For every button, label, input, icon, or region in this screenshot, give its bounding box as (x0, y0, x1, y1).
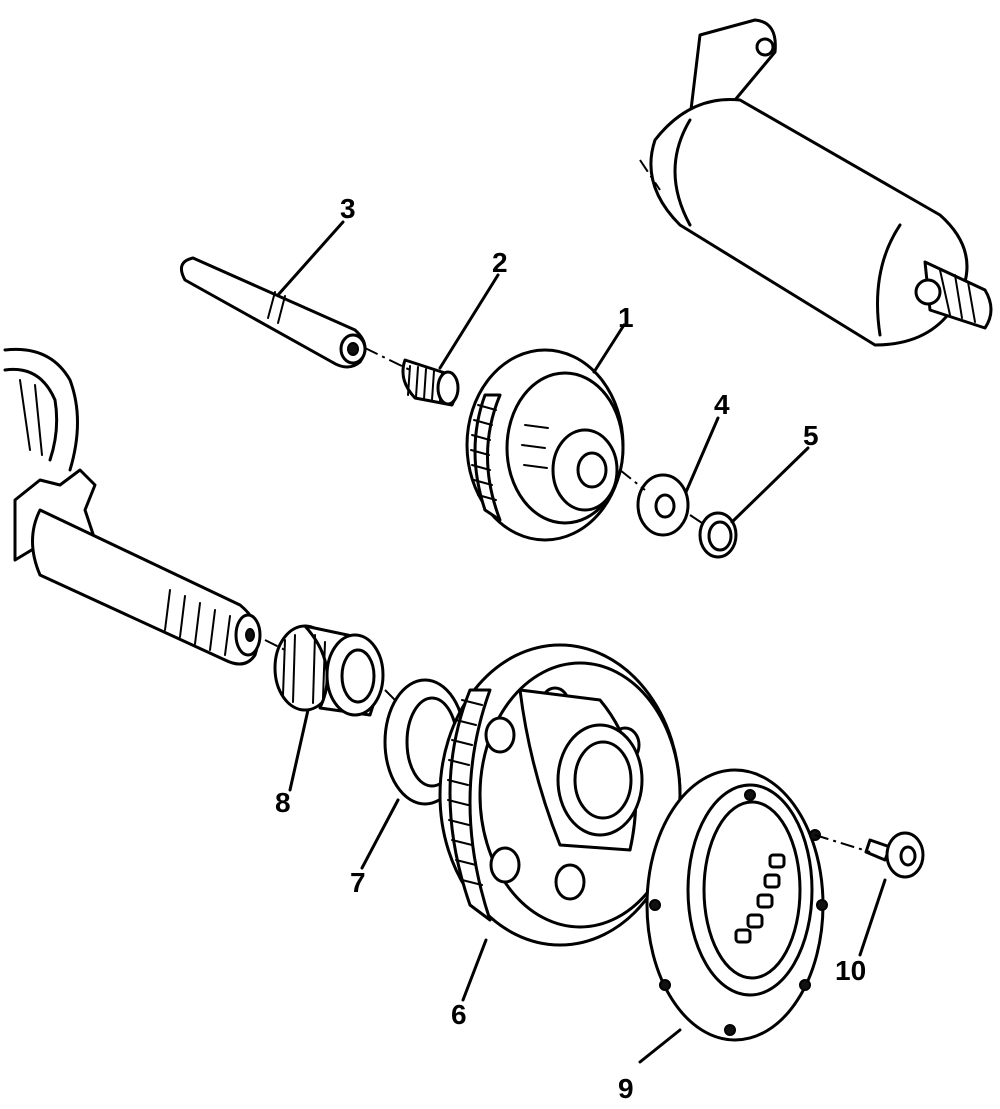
callout-5: 5 (803, 420, 819, 451)
crankshaft (3, 347, 262, 666)
part-6-starter-wheel-gear (438, 643, 682, 947)
callout-8: 8 (275, 787, 291, 818)
leader-lines (276, 220, 887, 1064)
callout-labels: 1 2 3 4 5 6 7 8 9 10 (275, 193, 866, 1104)
callout-1: 1 (618, 302, 634, 333)
part-3-shaft (179, 256, 367, 369)
callout-7: 7 (350, 867, 366, 898)
part-8-roller-bearing (273, 624, 385, 717)
callout-6: 6 (451, 999, 467, 1030)
part-5-circlip (698, 511, 738, 559)
part-2-needle-bearing (401, 358, 460, 407)
callout-4: 4 (714, 389, 730, 420)
part-10-bolt (864, 831, 925, 879)
callout-9: 9 (618, 1073, 634, 1104)
callout-10: 10 (835, 955, 866, 986)
callout-2: 2 (492, 247, 508, 278)
callout-3: 3 (340, 193, 356, 224)
starter-motor (649, 18, 993, 347)
part-9-one-way-clutch (645, 768, 828, 1042)
part-4-washer (636, 473, 690, 537)
assembly-axis-lines (264, 159, 871, 853)
part-1-idle-gear (465, 348, 625, 542)
